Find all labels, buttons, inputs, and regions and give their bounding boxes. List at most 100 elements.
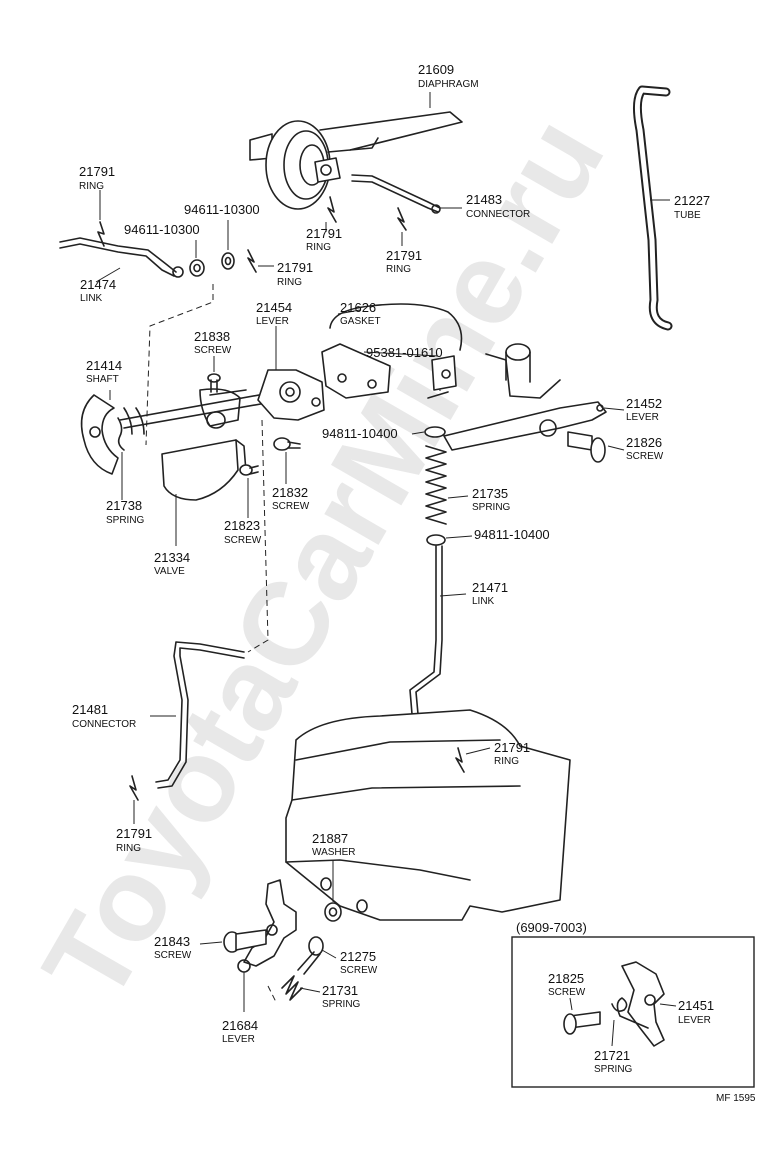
svg-text:21471: 21471	[472, 580, 508, 595]
label-screw-21832: 21832 SCREW	[272, 485, 310, 512]
label-screw-21275: 21275 SCREW	[340, 949, 378, 976]
ring-21791-left-part	[129, 775, 139, 801]
svg-text:21791: 21791	[386, 248, 422, 263]
ring-clips-top	[327, 196, 407, 231]
svg-text:SPRING: SPRING	[106, 515, 145, 526]
svg-text:(6909-7003): (6909-7003)	[516, 920, 587, 935]
svg-text:RING: RING	[116, 843, 141, 854]
svg-text:21838: 21838	[194, 329, 230, 344]
label-ring-connector: 21791 RING	[386, 248, 422, 275]
svg-text:21791: 21791	[79, 164, 115, 179]
lever-21684-part	[237, 879, 297, 973]
svg-text:LEVER: LEVER	[678, 1015, 711, 1026]
svg-text:LEVER: LEVER	[222, 1034, 255, 1045]
label-spring-21735: 21735 SPRING	[472, 486, 511, 513]
label-tube: 21227 TUBE	[674, 193, 710, 221]
spring-21735-part	[425, 445, 447, 525]
lever-21452-part	[443, 401, 607, 451]
label-screw-21826: 21826 SCREW	[626, 435, 664, 462]
svg-text:SPRING: SPRING	[472, 502, 511, 513]
svg-text:21832: 21832	[272, 485, 308, 500]
svg-text:21483: 21483	[466, 192, 502, 207]
part-labels: 21609 DIAPHRAGM 21227 TUBE 21791 RING 94…	[72, 62, 756, 1104]
label-ring-link: 21791 RING	[277, 260, 313, 288]
label-washer-21887: 21887 WASHER	[312, 831, 356, 858]
label-ring-diaphragm: 21791 RING	[306, 226, 342, 253]
ring-21791-mid-part	[455, 747, 465, 773]
label-screw-21843: 21843 SCREW	[154, 934, 192, 961]
svg-text:GASKET: GASKET	[340, 316, 381, 327]
label-washer-94811-b: 94811-10400	[474, 527, 550, 542]
label-ring-bottom-left: 21791 RING	[116, 826, 152, 854]
svg-text:RING: RING	[306, 242, 331, 253]
svg-text:21823: 21823	[224, 518, 260, 533]
connector-21481-part	[155, 641, 245, 789]
label-link-21471: 21471 LINK	[472, 580, 508, 607]
connector-21483-part	[351, 174, 441, 213]
label-washer-94811-a: 94811-10400	[322, 426, 398, 441]
washer-94811-bottom-part	[426, 534, 446, 546]
footer-code: MF 1595	[716, 1093, 756, 1104]
shaft-assembly-part	[80, 388, 273, 475]
svg-text:95381-01610: 95381-01610	[366, 345, 443, 360]
svg-text:21626: 21626	[340, 300, 376, 315]
label-lever-21454: 21454 LEVER	[256, 300, 292, 327]
label-valve: 21334 VALVE	[154, 550, 190, 577]
label-shaft: 21414 SHAFT	[86, 358, 122, 385]
label-washer-top-a: 94611-10300	[184, 202, 260, 217]
svg-text:21275: 21275	[340, 949, 376, 964]
svg-text:21609: 21609	[418, 62, 454, 77]
svg-text:21414: 21414	[86, 358, 122, 373]
svg-text:SPRING: SPRING	[594, 1064, 633, 1075]
svg-text:21791: 21791	[494, 740, 530, 755]
svg-text:21452: 21452	[626, 396, 662, 411]
leader-lines	[95, 92, 670, 1012]
svg-text:RING: RING	[277, 277, 302, 288]
svg-text:21791: 21791	[306, 226, 342, 241]
svg-text:SCREW: SCREW	[340, 965, 378, 976]
washer-94811-top-part	[424, 426, 446, 438]
inset-panel	[511, 936, 755, 1088]
label-lever-21452: 21452 LEVER	[626, 396, 662, 423]
spring-21738-part	[117, 417, 125, 451]
label-screw-21825: 21825 SCREW	[548, 971, 586, 998]
svg-text:WASHER: WASHER	[312, 847, 356, 858]
svg-text:LINK: LINK	[472, 596, 495, 607]
svg-text:CONNECTOR: CONNECTOR	[72, 719, 136, 730]
svg-text:SCREW: SCREW	[194, 345, 232, 356]
screw-21826-part	[567, 431, 606, 463]
label-gasket: 21626 GASKET	[340, 300, 381, 327]
label-spring-21721: 21721 SPRING	[594, 1048, 633, 1075]
svg-text:SCREW: SCREW	[548, 987, 586, 998]
svg-text:21791: 21791	[116, 826, 152, 841]
svg-text:94811-10400: 94811-10400	[322, 426, 398, 441]
label-spring-21738: 21738 SPRING	[106, 498, 145, 526]
svg-text:LEVER: LEVER	[626, 412, 659, 423]
label-link-top: 21474 LINK	[80, 277, 116, 304]
svg-text:21334: 21334	[154, 550, 190, 565]
svg-text:94811-10400: 94811-10400	[474, 527, 550, 542]
svg-text:21684: 21684	[222, 1018, 258, 1033]
washer-21887-part	[324, 902, 342, 922]
label-inset-header: (6909-7003)	[516, 920, 587, 935]
valve-21334-part	[161, 439, 247, 501]
label-spring-21731: 21731 SPRING	[322, 983, 361, 1010]
svg-text:TUBE: TUBE	[674, 210, 701, 221]
svg-text:SCREW: SCREW	[224, 535, 262, 546]
carburetor-upper-part	[427, 343, 561, 399]
svg-text:94611-10300: 94611-10300	[124, 222, 200, 237]
svg-text:LEVER: LEVER	[256, 316, 289, 327]
screw-21832-part	[273, 437, 301, 451]
svg-text:SCREW: SCREW	[154, 950, 192, 961]
svg-text:MF 1595: MF 1595	[716, 1093, 756, 1104]
svg-text:21474: 21474	[80, 277, 116, 292]
svg-text:21738: 21738	[106, 498, 142, 513]
lever-21454-part	[257, 369, 325, 421]
label-lever-21684: 21684 LEVER	[222, 1018, 258, 1045]
svg-text:21887: 21887	[312, 831, 348, 846]
svg-text:21454: 21454	[256, 300, 292, 315]
svg-text:LINK: LINK	[80, 293, 103, 304]
svg-text:RING: RING	[494, 756, 519, 767]
